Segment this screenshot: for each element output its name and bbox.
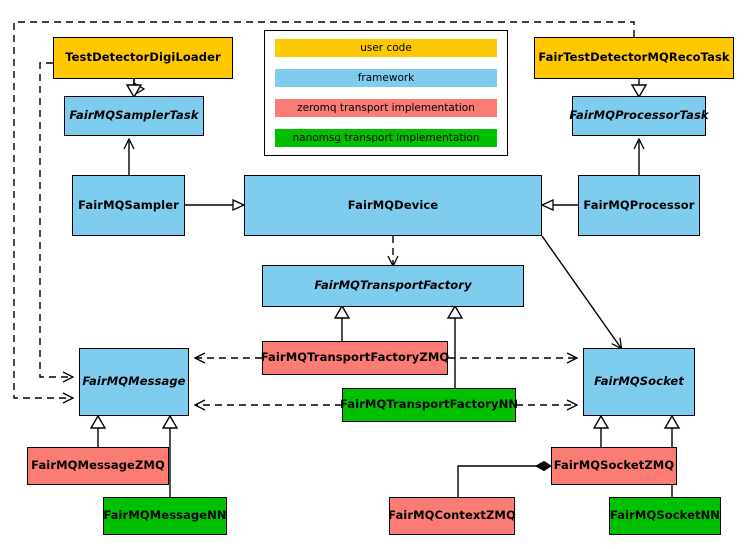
edge-e20-head bbox=[663, 414, 681, 429]
legend: user code framework zeromq transport imp… bbox=[264, 30, 508, 156]
class-box-fairmqdevice[interactable]: FairMQDevice bbox=[244, 175, 542, 236]
class-box-fairmqcontextzmq[interactable]: FairMQContextZMQ bbox=[388, 497, 516, 535]
legend-item-zeromq: zeromq transport implementation bbox=[275, 99, 497, 117]
legend-item-framework: framework bbox=[275, 69, 497, 87]
class-box-fairmqprocessortask[interactable]: FairMQProcessorTask bbox=[569, 96, 709, 136]
edge-e9-head bbox=[333, 304, 351, 319]
class-box-fairtestdetectormqrecotask[interactable]: FairTestDetectorMQRecoTask bbox=[534, 37, 734, 79]
class-box-fairmqmessagenn[interactable]: FairMQMessageNN bbox=[103, 497, 227, 535]
class-box-fairmqsamplertask[interactable]: FairMQSamplerTask bbox=[64, 96, 204, 136]
edge-e21 bbox=[457, 460, 552, 497]
class-box-fairmqtransportfactorynn[interactable]: FairMQTransportFactoryNN bbox=[340, 388, 518, 422]
edge-e8 bbox=[541, 235, 621, 348]
class-box-fairmqsocketzmq[interactable]: FairMQSocketZMQ bbox=[551, 447, 677, 485]
class-box-fairmqmessagezmq[interactable]: FairMQMessageZMQ bbox=[27, 447, 169, 485]
class-box-fairmqtransportfactoryzmq[interactable]: FairMQTransportFactoryZMQ bbox=[261, 341, 449, 375]
class-box-testdetectordigiloader[interactable]: TestDetectorDigiLoader bbox=[53, 37, 233, 79]
edge-e18-head bbox=[161, 414, 179, 429]
class-box-fairmqsampler[interactable]: FairMQSampler bbox=[72, 175, 185, 236]
class-box-fairmqtransportfactory[interactable]: FairMQTransportFactory bbox=[262, 265, 524, 307]
edge-e19-head bbox=[592, 414, 610, 429]
class-box-fairmqsocketnn[interactable]: FairMQSocketNN bbox=[609, 497, 721, 535]
legend-item-user-code: user code bbox=[275, 39, 497, 57]
edge-e17-head bbox=[89, 414, 107, 429]
class-box-fairmqsocket[interactable]: FairMQSocket bbox=[583, 348, 695, 416]
legend-item-nanomsg: nanomsg transport implementation bbox=[275, 129, 497, 147]
class-box-fairmqmessage[interactable]: FairMQMessage bbox=[79, 348, 189, 416]
edge-e10-head bbox=[446, 304, 464, 319]
class-box-fairmqprocessor[interactable]: FairMQProcessor bbox=[578, 175, 700, 236]
